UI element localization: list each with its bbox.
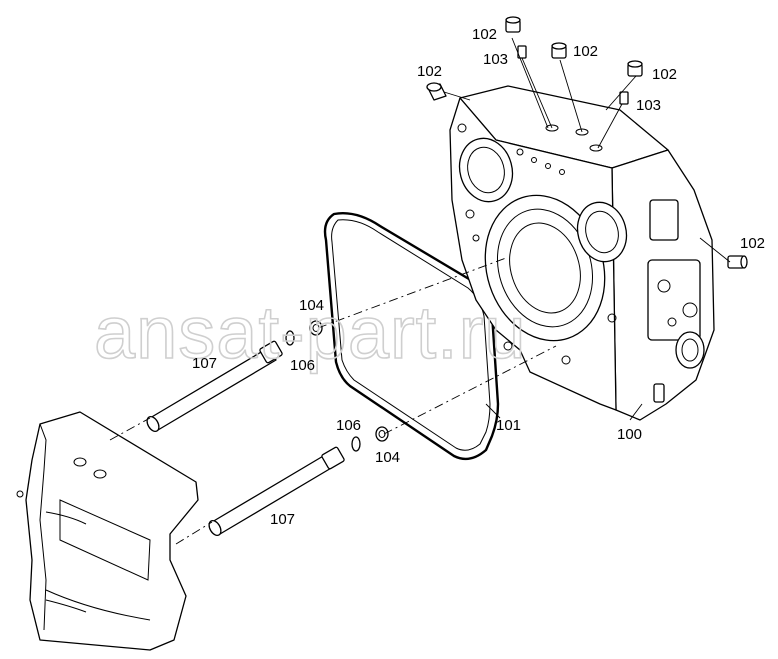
- callout-101: 101: [496, 417, 521, 434]
- plug-102-side: [727, 255, 748, 269]
- callout-106: 106: [290, 357, 315, 374]
- callout-102: 102: [573, 43, 598, 60]
- gasket-101: [323, 212, 500, 461]
- callout-100: 100: [617, 426, 642, 443]
- plug-102-left: [426, 82, 447, 101]
- screw-103-b: [619, 91, 629, 105]
- plug-102-top-a: [505, 16, 521, 33]
- callout-104: 104: [299, 297, 324, 314]
- callout-102: 102: [740, 235, 765, 252]
- callout-102: 102: [472, 26, 497, 43]
- plug-102-top-c: [627, 60, 643, 77]
- callout-102: 102: [652, 66, 677, 83]
- callout-103: 103: [483, 51, 508, 68]
- ring-106-upper: [285, 330, 295, 346]
- adjacent-housing: [16, 411, 199, 651]
- alignment-lines: [109, 257, 557, 545]
- housing-100: [449, 85, 715, 421]
- tube-107-upper: [146, 340, 283, 433]
- tube-107-lower: [208, 446, 345, 537]
- plug-102-top-b: [551, 42, 567, 59]
- callout-104: 104: [375, 449, 400, 466]
- ring-106-lower: [351, 436, 361, 452]
- callout-labels: 102 102 103 102 102 103 102 104 107 106 …: [192, 26, 765, 528]
- callout-103: 103: [636, 97, 661, 114]
- nut-104-lower: [375, 426, 389, 442]
- nut-104-upper: [309, 320, 323, 336]
- leader-lines: [443, 37, 731, 421]
- watermark-text: ansat-part.ru: [94, 291, 527, 374]
- callout-107: 107: [192, 355, 217, 372]
- callout-102: 102: [417, 63, 442, 80]
- callout-107: 107: [270, 511, 295, 528]
- callout-106: 106: [336, 417, 361, 434]
